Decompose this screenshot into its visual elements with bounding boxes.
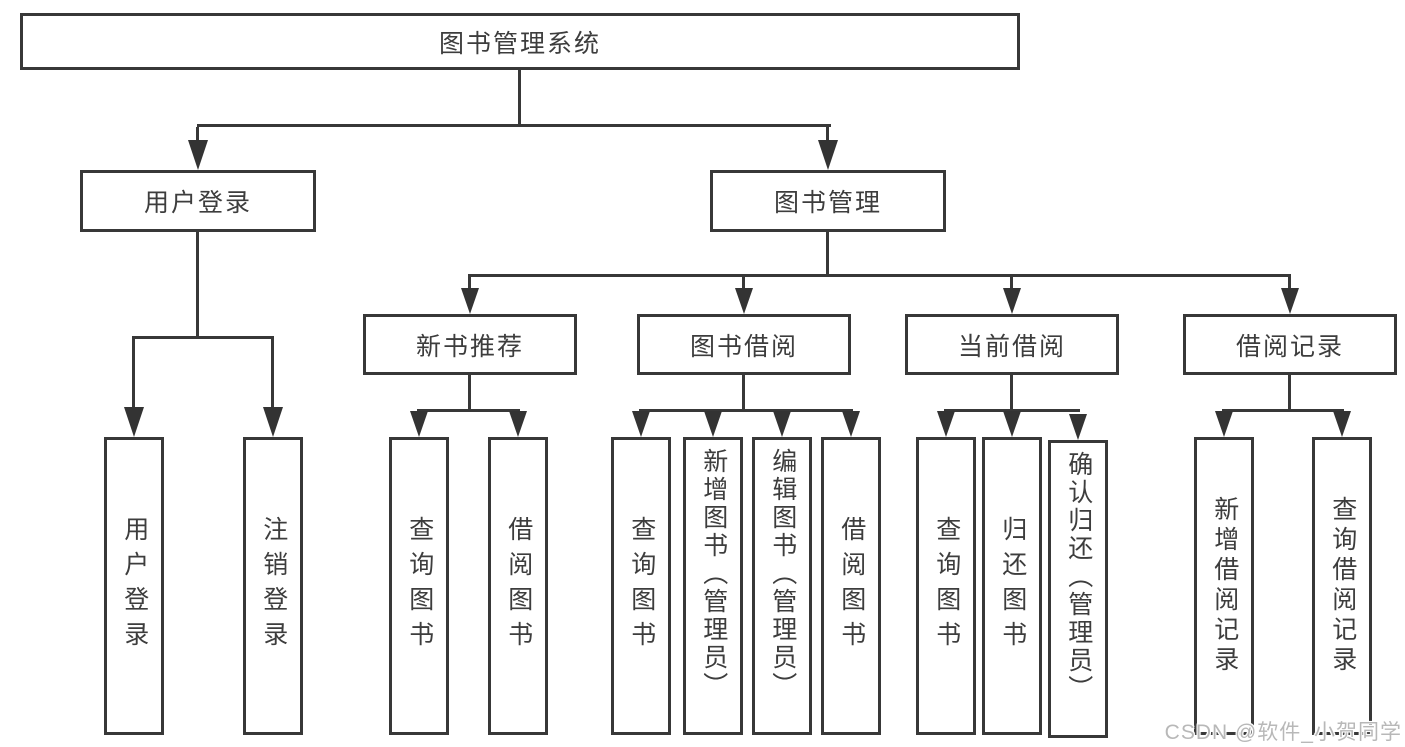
node-book-borrowing-label: 图书借阅 bbox=[689, 332, 798, 361]
leaf-user-login: 用户登录 bbox=[104, 437, 164, 735]
connector-records-crossbar bbox=[1222, 409, 1344, 412]
connector-current-borrow-shaft bbox=[1010, 277, 1013, 290]
connector-borrow-record-shaft bbox=[1288, 277, 1291, 290]
leaf-recommend-borrow-books-label: 借阅图书 bbox=[504, 516, 533, 656]
node-current-borrowing-label: 当前借阅 bbox=[957, 332, 1066, 361]
leaf-recommend-borrow-books: 借阅图书 bbox=[488, 437, 548, 735]
connector-recommend-stem bbox=[468, 375, 471, 412]
arrow-to-recommend-query bbox=[410, 411, 428, 437]
arrow-to-borrowing-records bbox=[1281, 288, 1299, 314]
node-new-book-recommend-label: 新书推荐 bbox=[415, 332, 524, 361]
connector-user-login-stem bbox=[196, 232, 199, 339]
connector-root-crossbar bbox=[197, 124, 831, 127]
connector-current-crossbar bbox=[944, 409, 1080, 412]
connector-records-stem bbox=[1288, 375, 1291, 412]
connector-leaf-user-login-shaft bbox=[132, 339, 135, 409]
leaf-current-query-books-label: 查询图书 bbox=[932, 516, 961, 656]
leaf-borrowing-borrow-books: 借阅图书 bbox=[821, 437, 881, 735]
connector-borrowing-crossbar bbox=[639, 409, 853, 412]
node-book-management-label: 图书管理 bbox=[773, 189, 882, 217]
leaf-records-query-record: 查询借阅记录 bbox=[1312, 437, 1372, 735]
leaf-records-add-record-label: 新增借阅记录 bbox=[1210, 496, 1239, 676]
connector-user-login-crossbar bbox=[132, 336, 274, 339]
leaf-recommend-query-books: 查询图书 bbox=[389, 437, 449, 735]
arrow-to-leaf-logout bbox=[263, 407, 283, 437]
leaf-logout-login-label: 注销登录 bbox=[259, 516, 288, 656]
leaf-logout-login: 注销登录 bbox=[243, 437, 303, 735]
arrow-to-new-book-recommend bbox=[461, 288, 479, 314]
leaf-borrowing-borrow-books-label: 借阅图书 bbox=[837, 516, 866, 656]
connector-book-mgmt-crossbar bbox=[468, 274, 1291, 277]
arrow-to-user-login bbox=[188, 140, 208, 170]
arrow-to-borrowing-edit bbox=[773, 411, 791, 437]
node-user-login-label: 用户登录 bbox=[143, 189, 252, 217]
connector-book-borrow-shaft bbox=[742, 277, 745, 290]
leaf-current-confirm-return-admin: 确认归还（管理员） bbox=[1048, 440, 1108, 738]
csdn-watermark: CSDN @软件_小贺同学 bbox=[1164, 721, 1402, 744]
node-borrowing-records: 借阅记录 bbox=[1183, 314, 1397, 375]
arrow-to-current-borrowing bbox=[1003, 288, 1021, 314]
leaf-records-add-record: 新增借阅记录 bbox=[1194, 437, 1254, 735]
connector-recommend-crossbar bbox=[417, 409, 520, 412]
connector-leaf-logout-shaft bbox=[271, 339, 274, 409]
leaf-borrowing-query-books: 查询图书 bbox=[611, 437, 671, 735]
leaf-borrowing-query-books-label: 查询图书 bbox=[627, 516, 656, 656]
node-book-borrowing: 图书借阅 bbox=[637, 314, 851, 375]
arrow-to-current-query bbox=[937, 411, 955, 437]
node-borrowing-records-label: 借阅记录 bbox=[1235, 332, 1344, 361]
arrow-to-current-return bbox=[1003, 411, 1021, 437]
arrow-to-records-query bbox=[1333, 411, 1351, 437]
node-new-book-recommend: 新书推荐 bbox=[363, 314, 577, 375]
leaf-borrowing-add-books-admin: 新增图书（管理员） bbox=[683, 437, 743, 735]
node-current-borrowing: 当前借阅 bbox=[905, 314, 1119, 375]
node-book-management: 图书管理 bbox=[710, 170, 946, 232]
node-library-system: 图书管理系统 bbox=[20, 13, 1020, 70]
connector-book-mgmt-shaft bbox=[826, 127, 829, 143]
arrow-to-borrowing-borrow bbox=[842, 411, 860, 437]
leaf-current-return-books-label: 归还图书 bbox=[998, 516, 1027, 656]
connector-root-stem bbox=[518, 70, 521, 127]
leaf-current-query-books: 查询图书 bbox=[916, 437, 976, 735]
connector-current-stem bbox=[1010, 375, 1013, 412]
leaf-current-return-books: 归还图书 bbox=[982, 437, 1042, 735]
arrow-to-borrowing-query bbox=[632, 411, 650, 437]
arrow-to-borrowing-add bbox=[704, 411, 722, 437]
node-user-login: 用户登录 bbox=[80, 170, 316, 232]
leaf-recommend-query-books-label: 查询图书 bbox=[405, 516, 434, 656]
connector-new-book-shaft bbox=[468, 277, 471, 290]
arrow-to-leaf-user-login bbox=[124, 407, 144, 437]
leaf-borrowing-edit-books-admin-label: 编辑图书（管理员） bbox=[768, 448, 797, 700]
arrow-to-book-borrowing bbox=[735, 288, 753, 314]
leaf-current-confirm-return-admin-label: 确认归还（管理员） bbox=[1064, 451, 1093, 703]
arrow-to-current-confirm bbox=[1069, 414, 1087, 440]
leaf-user-login-label: 用户登录 bbox=[120, 516, 149, 656]
node-library-system-label: 图书管理系统 bbox=[438, 29, 601, 58]
connector-user-login-shaft bbox=[196, 127, 199, 143]
arrow-to-records-add bbox=[1215, 411, 1233, 437]
connector-book-mgmt-stem bbox=[826, 232, 829, 277]
arrow-to-recommend-borrow bbox=[509, 411, 527, 437]
arrow-to-book-management bbox=[818, 140, 838, 170]
leaf-borrowing-add-books-admin-label: 新增图书（管理员） bbox=[699, 448, 728, 700]
connector-borrowing-stem bbox=[742, 375, 745, 412]
leaf-borrowing-edit-books-admin: 编辑图书（管理员） bbox=[752, 437, 812, 735]
leaf-records-query-record-label: 查询借阅记录 bbox=[1328, 496, 1357, 676]
